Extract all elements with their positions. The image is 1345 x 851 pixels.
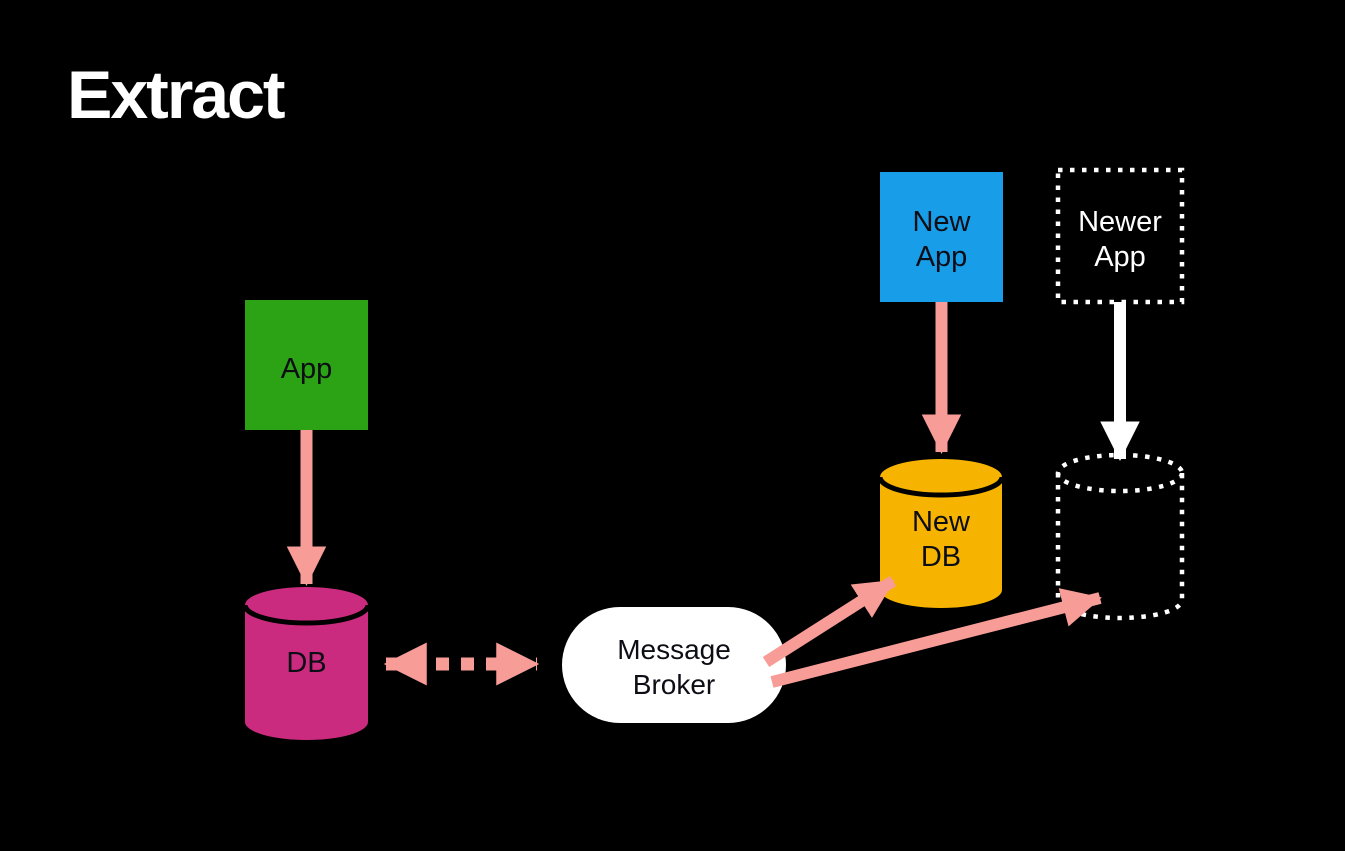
node-new-app: New App (880, 172, 1003, 302)
node-new-db: New DB (877, 459, 1005, 608)
new-db-label-line1: New (912, 506, 971, 538)
page-title: Extract (67, 57, 285, 133)
arrow-broker-to-new-db (762, 575, 897, 668)
db-cylinder-body (245, 605, 368, 740)
node-db: DB (242, 587, 371, 740)
newer-app-label-line2: App (1094, 241, 1146, 273)
db-label: DB (286, 647, 326, 679)
new-db-label-line2: DB (921, 541, 961, 573)
newer-db-cylinder-lid (1055, 452, 1185, 494)
new-app-label-line2: App (916, 241, 968, 273)
newer-app-dotted-box (1055, 167, 1185, 305)
message-broker-label-line1: Message (617, 634, 731, 665)
app-box (245, 300, 368, 430)
node-message-broker: Message Broker (562, 607, 786, 723)
newer-db-cylinder-body (1055, 473, 1185, 621)
message-broker-label-line2: Broker (633, 669, 715, 700)
message-broker-pill (562, 607, 786, 723)
new-db-cylinder-rim (877, 476, 1005, 498)
node-newer-app: Newer App (1055, 167, 1185, 305)
arrow-broker-to-newer-db (770, 588, 1102, 688)
db-cylinder-lid (245, 587, 368, 623)
newer-app-label-line1: Newer (1078, 206, 1162, 238)
node-newer-db (1055, 452, 1185, 621)
new-app-label-line1: New (912, 206, 971, 238)
app-label: App (281, 353, 333, 385)
new-db-cylinder-lid (880, 459, 1002, 495)
new-db-cylinder-body (880, 477, 1002, 608)
new-app-box (880, 172, 1003, 302)
node-app: App (245, 300, 368, 430)
db-cylinder-rim (242, 604, 371, 626)
